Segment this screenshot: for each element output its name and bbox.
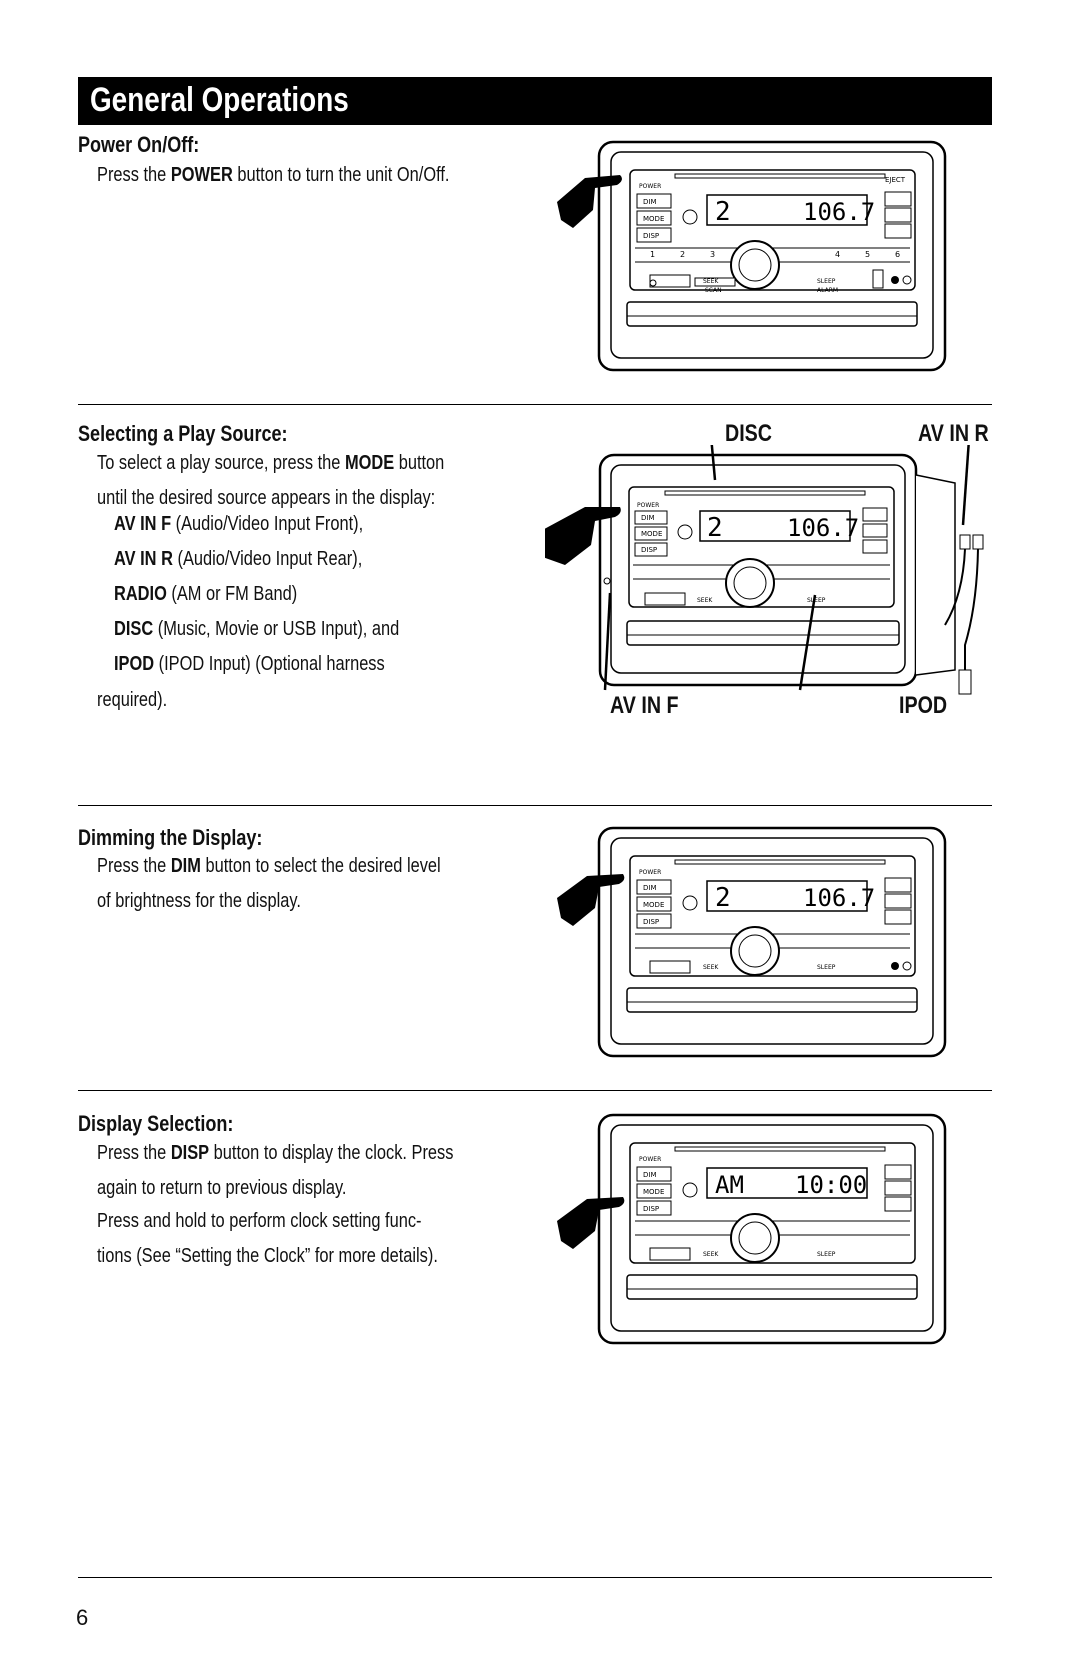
dim-text-pre: Press the (97, 855, 171, 877)
source-paragraph: To select a play source, press the MODE … (97, 446, 521, 516)
svg-text:6: 6 (895, 250, 900, 259)
svg-text:SEEK: SEEK (703, 278, 719, 285)
display-text-post: button to display the clock. Press (209, 1142, 454, 1164)
source-text-line2: until the desired source appears in the … (97, 487, 436, 509)
svg-text:ALARM: ALARM (817, 287, 838, 294)
power-heading: Power On/Off: (78, 132, 226, 158)
eject-label: EJECT (885, 176, 906, 184)
svg-text:DISP: DISP (643, 918, 659, 926)
svg-text:MODE: MODE (643, 1188, 664, 1196)
source-item: IPOD (IPOD Input) (Optional harness (114, 653, 385, 675)
svg-text:1: 1 (650, 250, 655, 259)
section-divider (78, 1090, 992, 1091)
display-text-line3: Press and hold to perform clock setting … (97, 1210, 422, 1232)
svg-text:DISP: DISP (641, 546, 657, 554)
svg-text:106.7: 106.7 (787, 514, 859, 542)
power-paragraph: Press the POWER button to turn the unit … (97, 158, 527, 193)
radio-illustration-dim: POWER DIM MODE DISP 2 106.7 SEEK SLEEP (557, 826, 947, 1058)
source-heading-text: Selecting a Play Source: (78, 421, 288, 446)
section-divider (78, 404, 992, 405)
lcd-left: 2 (715, 197, 731, 227)
mode-button-term: MODE (344, 452, 395, 474)
footer-divider (78, 1577, 992, 1578)
display-heading: Display Selection: (78, 1111, 268, 1137)
dim-heading: Dimming the Display: (78, 825, 303, 851)
svg-text:POWER: POWER (639, 1156, 661, 1163)
dim-paragraph: Press the DIM button to select the desir… (97, 849, 516, 919)
lcd-right: 106.7 (803, 198, 875, 226)
lcd-clock-right: 10:00 (795, 1171, 867, 1199)
svg-text:MODE: MODE (643, 215, 664, 223)
power-heading-text: Power On/Off: (78, 132, 200, 157)
disp-button-term: DISP (170, 1142, 210, 1164)
svg-text:SLEEP: SLEEP (817, 278, 836, 285)
source-item: DISC (Music, Movie or USB Input), and (114, 618, 400, 640)
callout-av-in-f: AV IN F (610, 692, 679, 719)
svg-text:POWER: POWER (639, 869, 661, 876)
callout-ipod: IPOD (899, 692, 948, 719)
svg-text:4: 4 (835, 250, 840, 259)
svg-text:SLEEP: SLEEP (817, 964, 836, 971)
hand-pointer-icon (557, 1197, 625, 1249)
svg-text:DISP: DISP (643, 232, 659, 240)
svg-text:POWER: POWER (637, 502, 659, 509)
source-list: AV IN F (Audio/Video Input Front), AV IN… (114, 507, 462, 682)
dim-text-post: button to select the desired level (200, 855, 441, 877)
svg-text:SEEK: SEEK (703, 964, 719, 971)
display-text-pre: Press the (97, 1142, 171, 1164)
svg-text:2: 2 (680, 250, 685, 259)
svg-text:POWER: POWER (639, 183, 661, 190)
svg-text:SLEEP: SLEEP (817, 1251, 836, 1258)
lcd-clock-left: AM (715, 1171, 744, 1199)
page-title: General Operations (90, 81, 349, 119)
svg-text:MODE: MODE (641, 530, 662, 538)
svg-text:DISP: DISP (643, 1205, 659, 1213)
callout-av-in-r: AV IN R (918, 420, 989, 447)
svg-text:SCAN: SCAN (705, 287, 722, 294)
svg-text:DIM: DIM (643, 884, 657, 892)
display-heading-text: Display Selection: (78, 1111, 234, 1136)
svg-text:SLEEP: SLEEP (807, 597, 826, 604)
radio-illustration-source: POWER DIM MODE DISP 2 106.7 SEEK SLEEP (545, 445, 984, 695)
svg-text:DIM: DIM (641, 514, 655, 522)
power-button-term: POWER (170, 164, 233, 186)
page-number: 6 (76, 1605, 89, 1630)
power-text-pre: Press the (97, 164, 171, 186)
source-item: AV IN F (Audio/Video Input Front), (114, 513, 364, 535)
source-tail: required). (97, 683, 183, 718)
svg-text:2: 2 (715, 883, 731, 913)
radio-illustration-power: EJECT POWER DIM MODE DISP 2 106.7 1 2 3 … (557, 140, 947, 372)
display-paragraph: Press the DISP button to display the clo… (97, 1136, 532, 1206)
hand-pointer-icon (557, 175, 622, 228)
section-divider (78, 805, 992, 806)
svg-text:106.7: 106.7 (803, 884, 875, 912)
dim-text-line2: of brightness for the display. (97, 890, 301, 912)
svg-text:MODE: MODE (643, 901, 664, 909)
svg-text:2: 2 (707, 513, 723, 543)
svg-text:SEEK: SEEK (697, 597, 713, 604)
source-text-pre: To select a play source, press the (97, 452, 345, 474)
source-item: AV IN R (Audio/Video Input Rear), (114, 548, 363, 570)
hand-pointer-icon (557, 874, 625, 926)
power-text-post: button to turn the unit On/Off. (232, 164, 450, 186)
radio-illustration-disp: POWER DIM MODE DISP AM 10:00 SEEK SLEEP (557, 1113, 947, 1345)
display-text-line4: tions (See “Setting the Clock” for more … (97, 1245, 438, 1267)
source-text-post: button (394, 452, 445, 474)
svg-text:SEEK: SEEK (703, 1251, 719, 1258)
svg-text:DIM: DIM (643, 198, 657, 206)
source-tail-text: required). (97, 689, 168, 711)
display-paragraph-2: Press and hold to perform clock setting … (97, 1204, 513, 1274)
dim-button-term: DIM (170, 855, 201, 877)
source-item: RADIO (AM or FM Band) (114, 583, 298, 605)
callout-disc: DISC (725, 420, 773, 447)
svg-text:5: 5 (865, 250, 870, 259)
dim-heading-text: Dimming the Display: (78, 825, 263, 850)
section-header-bar: General Operations (78, 77, 992, 125)
hand-pointer-icon (545, 507, 621, 565)
svg-text:3: 3 (710, 250, 715, 259)
display-text-line2: again to return to previous display. (97, 1177, 347, 1199)
source-heading: Selecting a Play Source: (78, 421, 334, 447)
svg-text:DIM: DIM (643, 1171, 657, 1179)
